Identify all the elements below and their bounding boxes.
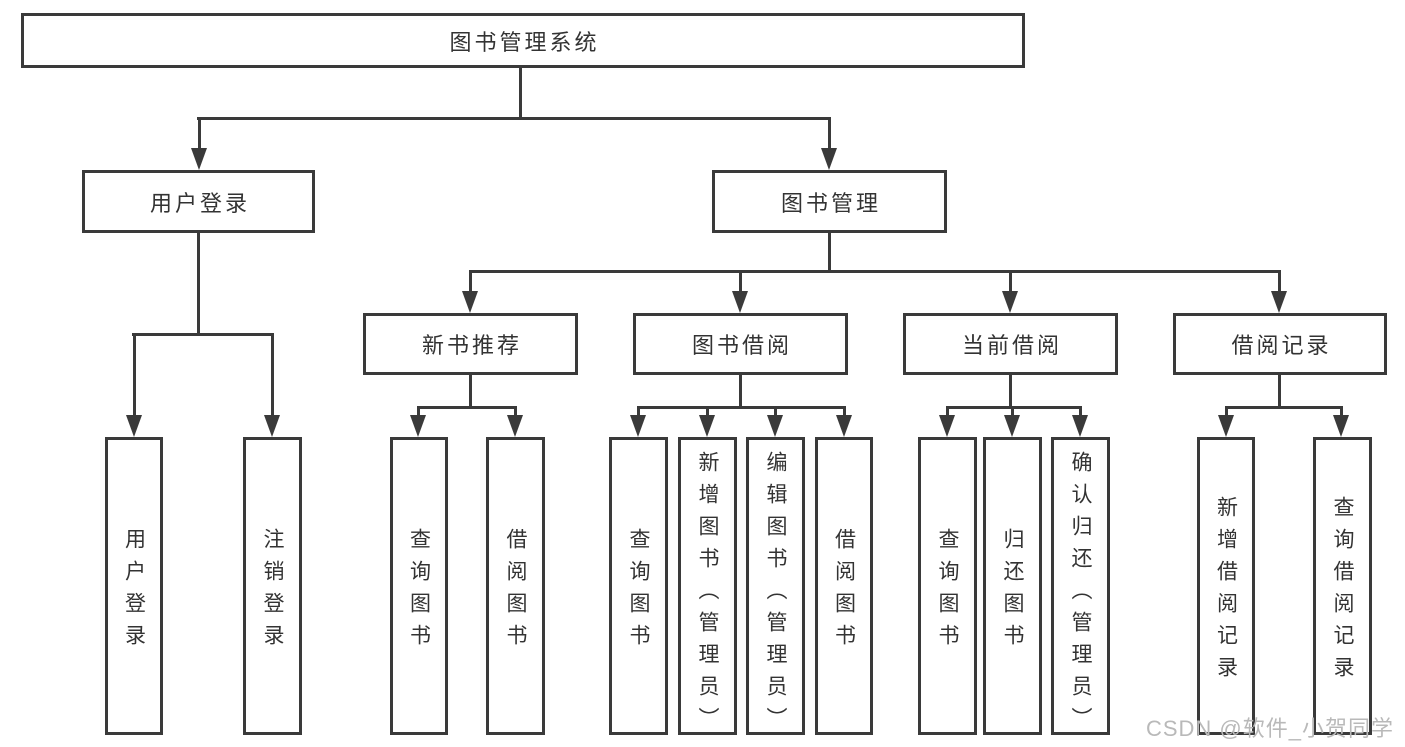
arrowhead-g1-leaf1 (699, 415, 715, 437)
connector-stem-g3-leaf0 (1225, 406, 1228, 417)
connector-stem-leaf-user-login (133, 333, 136, 417)
arrowhead-g0-leaf0 (410, 415, 426, 437)
arrowhead-leaf-logout (264, 415, 280, 437)
arrowhead-g3-leaf0 (1218, 415, 1234, 437)
connector-user-login-trunk (197, 231, 200, 335)
connector-stem-g2-leaf0 (946, 406, 949, 417)
connector-stem-borrowing-records (1278, 270, 1281, 293)
connector-stem-g0-leaf0 (417, 406, 420, 417)
arrowhead-leaf-user-login (126, 415, 142, 437)
connector-g0-trunk (469, 373, 472, 408)
connector-stem-leaf-logout (271, 333, 274, 417)
connector-stem-g1-leaf0 (637, 406, 640, 417)
leaf-query-books-newrec: 查询图书 (390, 437, 448, 735)
leaf-return-books: 归还图书 (983, 437, 1042, 735)
connector-stem-g1-leaf2 (774, 406, 777, 417)
connector-g0-bar (417, 406, 517, 409)
node-book-borrowing: 图书借阅 (633, 313, 848, 375)
connector-stem-book-management (828, 117, 831, 151)
arrowhead-g1-leaf3 (836, 415, 852, 437)
connector-stem-g1-leaf1 (706, 406, 709, 417)
connector-g1-bar (637, 406, 846, 409)
arrowhead-borrowing-records (1271, 291, 1287, 313)
arrowhead-g1-leaf0 (630, 415, 646, 437)
leaf-query-books-borrowing: 查询图书 (609, 437, 668, 735)
connector-stem-g1-leaf3 (843, 406, 846, 417)
arrowhead-g1-leaf2 (767, 415, 783, 437)
connector-g1-trunk (739, 373, 742, 408)
leaf-add-borrowing-record: 新增借阅记录 (1197, 437, 1255, 735)
arrowhead-book-management (821, 148, 837, 170)
arrowhead-g3-leaf1 (1333, 415, 1349, 437)
connector-user-login-bar (132, 333, 274, 336)
arrowhead-current-borrowing (1002, 291, 1018, 313)
leaf-add-book-admin: 新增图书（管理员） (678, 437, 737, 739)
connector-stem-new-book-recommendation (469, 270, 472, 293)
leaf-borrow-books-newrec: 借阅图书 (486, 437, 545, 735)
connector-g3-bar (1225, 406, 1343, 409)
node-current-borrowing: 当前借阅 (903, 313, 1118, 375)
leaf-borrow-books-borrowing: 借阅图书 (815, 437, 873, 735)
connector-stem-g2-leaf1 (1011, 406, 1014, 417)
leaf-query-books-current: 查询图书 (918, 437, 977, 735)
connector-g2-trunk (1009, 373, 1012, 408)
watermark: CSDN @软件_小贺同学 (1145, 716, 1394, 741)
connector-root-bar (197, 117, 831, 120)
connector-book-management-bar (469, 270, 1281, 273)
arrowhead-g2-leaf1 (1004, 415, 1020, 437)
node-book-management: 图书管理 (712, 170, 947, 233)
leaf-user-login: 用户登录 (105, 437, 163, 735)
arrowhead-new-book-recommendation (462, 291, 478, 313)
connector-g2-bar (946, 406, 1082, 409)
connector-root-trunk (519, 66, 522, 119)
leaf-confirm-return-admin: 确认归还（管理员） (1051, 437, 1110, 739)
arrowhead-book-borrowing (732, 291, 748, 313)
connector-book-management-trunk (828, 231, 831, 272)
leaf-logout: 注销登录 (243, 437, 302, 735)
connector-stem-book-borrowing (739, 270, 742, 293)
node-borrowing-records: 借阅记录 (1173, 313, 1387, 375)
node-library-management-system: 图书管理系统 (21, 13, 1025, 68)
arrowhead-g2-leaf2 (1072, 415, 1088, 437)
connector-stem-current-borrowing (1009, 270, 1012, 293)
connector-g3-trunk (1278, 373, 1281, 408)
leaf-edit-book-admin: 编辑图书（管理员） (746, 437, 805, 739)
connector-stem-g0-leaf1 (514, 406, 517, 417)
node-user-login: 用户登录 (82, 170, 315, 233)
arrowhead-user-login (191, 148, 207, 170)
leaf-query-borrowing-record: 查询借阅记录 (1313, 437, 1372, 735)
node-new-book-recommendation: 新书推荐 (363, 313, 578, 375)
connector-stem-g2-leaf2 (1079, 406, 1082, 417)
arrowhead-g0-leaf1 (507, 415, 523, 437)
connector-stem-g3-leaf1 (1340, 406, 1343, 417)
connector-stem-user-login (198, 117, 201, 151)
arrowhead-g2-leaf0 (939, 415, 955, 437)
